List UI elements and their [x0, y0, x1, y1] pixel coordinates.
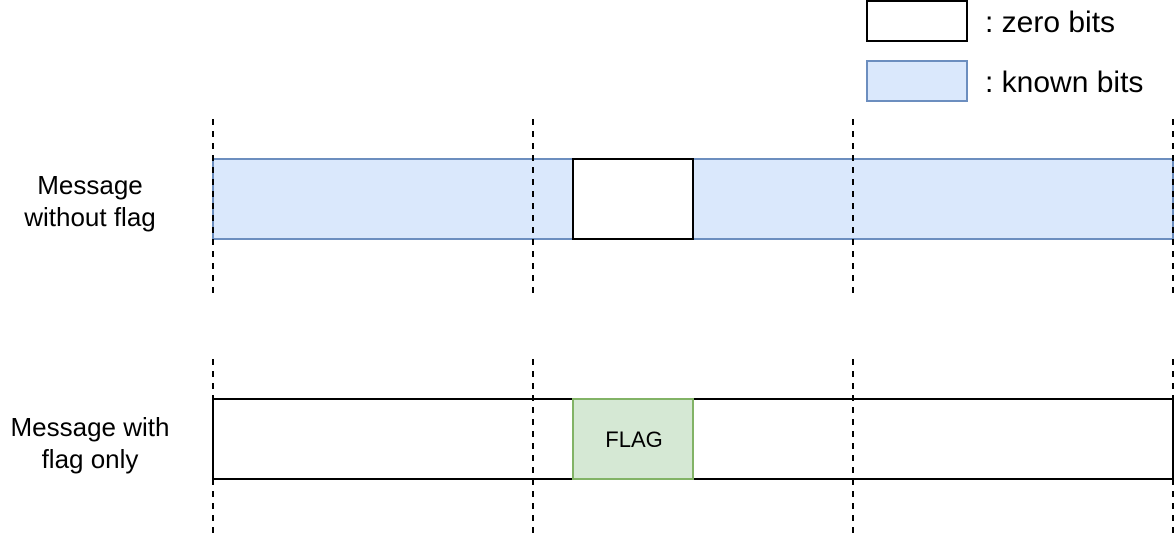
legend-zero-label: : zero bits [985, 6, 1115, 39]
row-with-flag-label-line2: flag only [42, 444, 139, 474]
known-bits-segment-right [692, 158, 1174, 240]
row1-dividers [212, 119, 1174, 295]
zero-bits-segment-right [692, 398, 1174, 480]
row-without-flag-label-line1: Message [37, 170, 143, 200]
legend-zero-swatch [866, 0, 968, 42]
flag-label: FLAG [605, 427, 662, 452]
row-without-flag-label-line2: without flag [23, 202, 156, 232]
row-with-flag-label-line1: Message with [11, 412, 170, 442]
flag-segment [572, 398, 694, 480]
row-with-flag: Message with flag only FLAG [11, 359, 1174, 535]
zero-bits-segment [572, 158, 694, 240]
legend-known-label: : known bits [985, 66, 1143, 99]
row-without-flag: Message without flag [23, 119, 1174, 295]
legend-known-swatch [866, 60, 968, 102]
known-bits-segment-left [212, 158, 574, 240]
row2-dividers [212, 359, 1174, 535]
zero-bits-segment-left [212, 398, 574, 480]
legend: : zero bits : known bits [866, 0, 1143, 102]
